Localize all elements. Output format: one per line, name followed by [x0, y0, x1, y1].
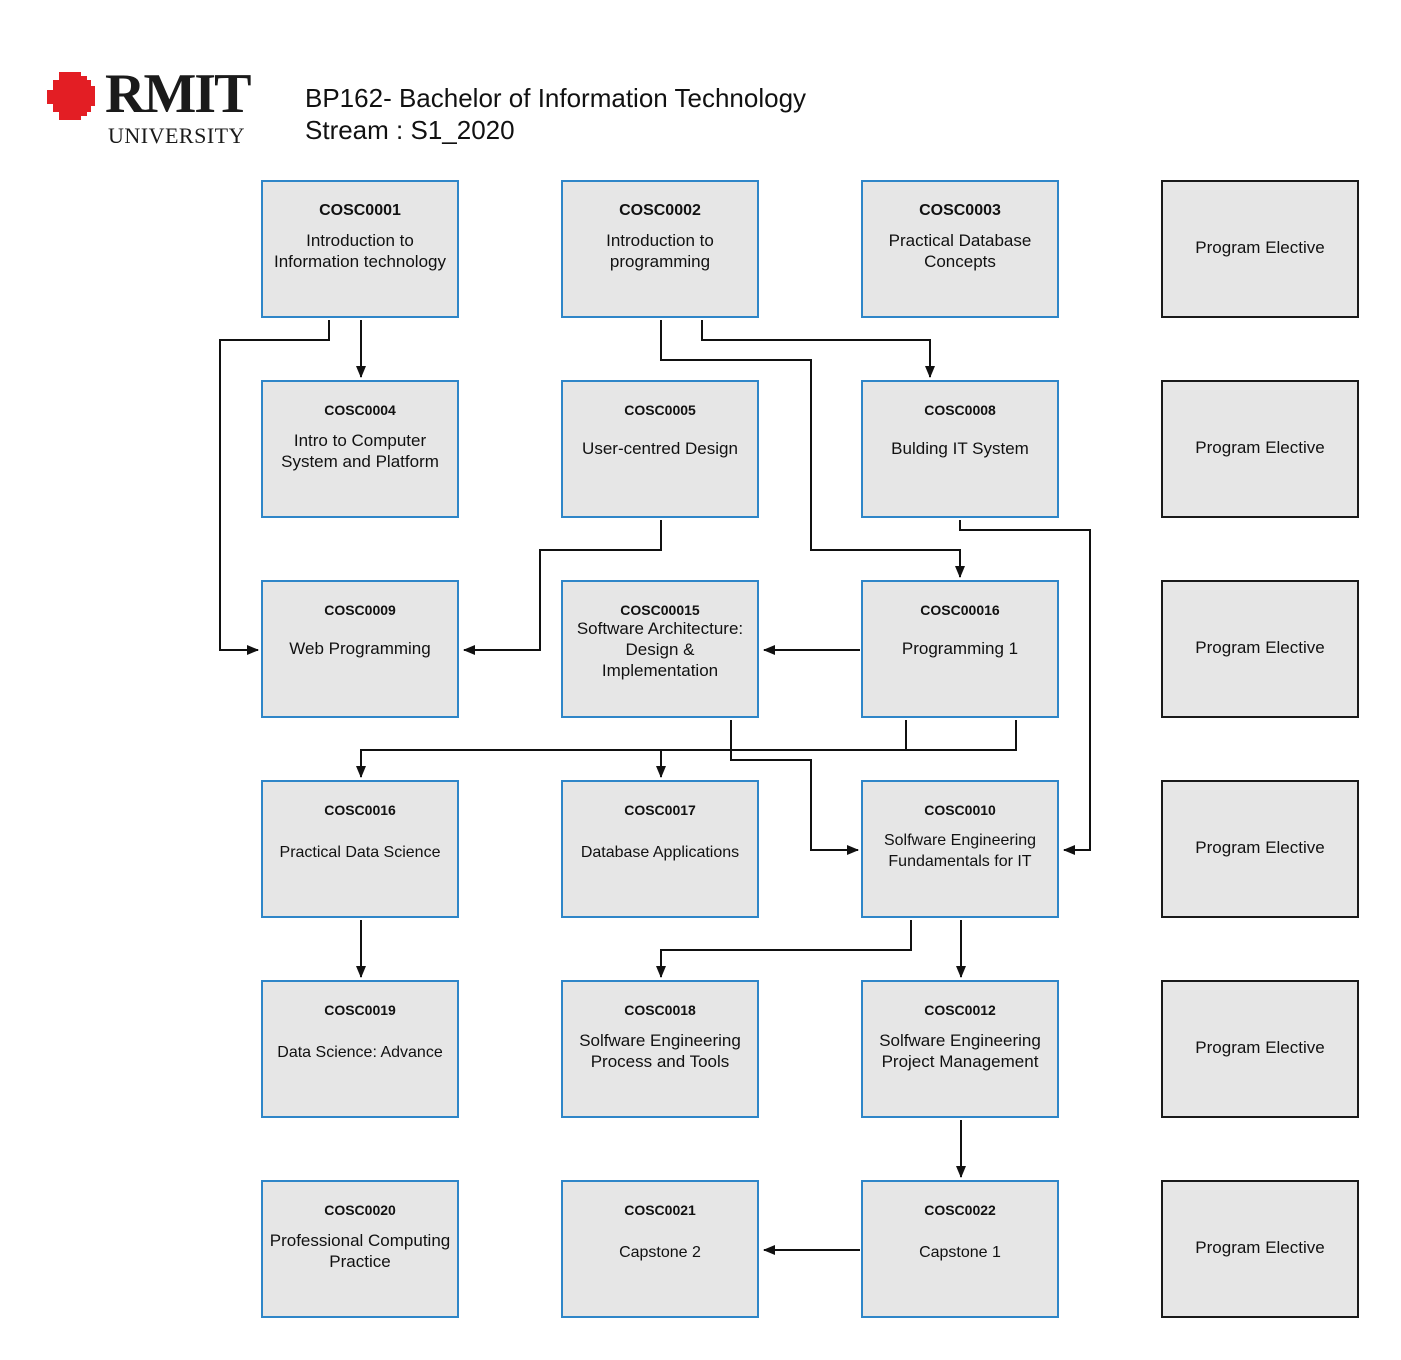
- course-title: Capstone 1: [919, 1244, 1001, 1261]
- course-cosc0002[interactable]: COSC0002 Introduction to programming: [561, 180, 759, 318]
- program-elective-2[interactable]: Program Elective: [1161, 380, 1359, 518]
- course-title: Professional Computing Practice: [269, 1231, 451, 1271]
- program-elective-3[interactable]: Program Elective: [1161, 580, 1359, 718]
- course-code: COSC0005: [624, 402, 696, 418]
- course-code: COSC0004: [324, 402, 396, 418]
- course-cosc0019[interactable]: COSC0019 Data Science: Advance: [261, 980, 459, 1118]
- course-cosc0021[interactable]: COSC0021 Capstone 2: [561, 1180, 759, 1318]
- course-title: Solfware Engineering Fundamentals for IT: [883, 832, 1037, 870]
- course-code: COSC0008: [924, 402, 996, 418]
- connector-c2-c8: [701, 320, 935, 378]
- course-title: Database Applications: [580, 844, 740, 861]
- course-title: Web Programming: [289, 639, 431, 658]
- course-title: Practical Database Concepts: [888, 231, 1032, 271]
- rmit-pixel-mark-icon: [47, 72, 95, 120]
- connector-c10-c18: [656, 920, 912, 978]
- course-cosc0001[interactable]: COSC0001 Introduction to Information tec…: [261, 180, 459, 318]
- course-cosc0020[interactable]: COSC0020 Professional Computing Practice: [261, 1180, 459, 1318]
- course-cosc0022[interactable]: COSC0022 Capstone 1: [861, 1180, 1059, 1318]
- course-cosc0017[interactable]: COSC0017 Database Applications: [561, 780, 759, 918]
- course-title: User-centred Design: [582, 439, 738, 458]
- program-elective-5[interactable]: Program Elective: [1161, 980, 1359, 1118]
- course-code: COSC0012: [924, 1002, 996, 1018]
- program-heading: BP162- Bachelor of Information Technolog…: [305, 82, 806, 146]
- course-cosc0003[interactable]: COSC0003 Practical Database Concepts: [861, 180, 1059, 318]
- program-stream: Stream : S1_2020: [305, 115, 515, 145]
- course-code: COSC0019: [324, 1002, 396, 1018]
- course-title: Intro to Computer System and Platform: [281, 431, 439, 471]
- elective-label: Program Elective: [1195, 1238, 1325, 1257]
- course-cosc0008[interactable]: COSC0008 Bulding IT System: [861, 380, 1059, 518]
- elective-label: Program Elective: [1195, 438, 1325, 457]
- program-title: BP162- Bachelor of Information Technolog…: [305, 83, 807, 113]
- course-title: Solfware Engineering Project Management: [879, 1031, 1041, 1071]
- elective-label: Program Elective: [1195, 638, 1325, 657]
- course-title: Introduction to programming: [606, 231, 714, 271]
- course-cosc0016[interactable]: COSC0016 Practical Data Science: [261, 780, 459, 918]
- course-title: Data Science: Advance: [277, 1044, 443, 1061]
- course-cosc00016[interactable]: COSC00016 Programming 1: [861, 580, 1059, 718]
- logo-subtitle: UNIVERSITY: [108, 123, 245, 148]
- course-title: Introduction to Information technology: [274, 231, 446, 271]
- connector-c16b-c17: [656, 720, 1017, 778]
- program-elective-6[interactable]: Program Elective: [1161, 1180, 1359, 1318]
- course-code: COSC0010: [924, 802, 996, 818]
- course-code: COSC0016: [324, 802, 396, 818]
- course-title: Solfware Engineering Process and Tools: [579, 1031, 741, 1071]
- logo-wordmark: RMIT: [105, 63, 251, 125]
- connector-c16b-c16: [356, 720, 907, 778]
- course-cosc0009[interactable]: COSC0009 Web Programming: [261, 580, 459, 718]
- elective-label: Program Elective: [1195, 1038, 1325, 1057]
- course-cosc0005[interactable]: COSC0005 User-centred Design: [561, 380, 759, 518]
- course-title: Programming 1: [901, 639, 1019, 658]
- program-elective-4[interactable]: Program Elective: [1161, 780, 1359, 918]
- course-code: COSC0017: [624, 802, 696, 818]
- course-cosc0010[interactable]: COSC0010 Solfware Engineering Fundamenta…: [861, 780, 1059, 918]
- course-code: COSC00016: [920, 602, 1000, 618]
- course-cosc0004[interactable]: COSC0004 Intro to Computer System and Pl…: [261, 380, 459, 518]
- elective-label: Program Elective: [1195, 838, 1325, 857]
- course-code: COSC0018: [624, 1002, 696, 1018]
- elective-label: Program Elective: [1195, 238, 1325, 257]
- course-code: COSC0002: [619, 202, 701, 219]
- course-title: Practical Data Science: [279, 844, 441, 861]
- course-code: COSC0021: [624, 1202, 696, 1218]
- course-code: COSC0001: [319, 202, 401, 219]
- course-code: COSC0003: [919, 202, 1001, 219]
- course-cosc00015[interactable]: COSC00015 Software Architecture: Design …: [561, 580, 759, 718]
- course-title: Capstone 2: [619, 1244, 701, 1261]
- course-cosc0012[interactable]: COSC0012 Solfware Engineering Project Ma…: [861, 980, 1059, 1118]
- course-cosc0018[interactable]: COSC0018 Solfware Engineering Process an…: [561, 980, 759, 1118]
- rmit-logo: RMIT UNIVERSITY: [45, 64, 265, 150]
- program-elective-1[interactable]: Program Elective: [1161, 180, 1359, 318]
- course-code: COSC0022: [924, 1202, 996, 1218]
- course-title: Bulding IT System: [891, 439, 1029, 458]
- course-code: COSC0020: [324, 1202, 396, 1218]
- course-title: Software Architecture: Design & Implemen…: [576, 619, 744, 680]
- course-code: COSC00015: [620, 602, 700, 618]
- course-code: COSC0009: [324, 602, 396, 618]
